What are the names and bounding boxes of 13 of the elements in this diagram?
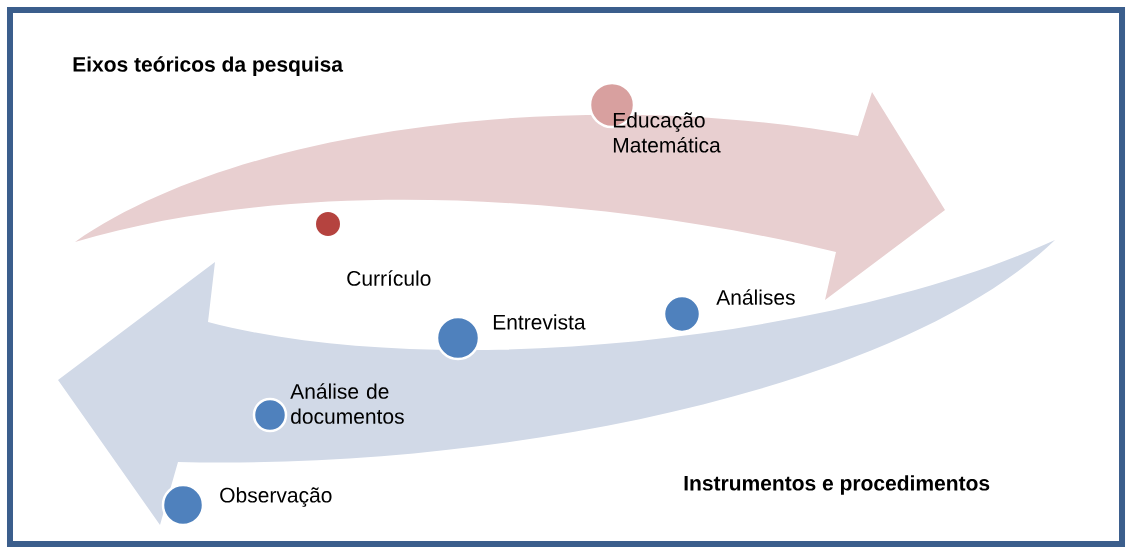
circle-label: Educação Matemática — [613, 112, 721, 153]
circle-marker — [252, 397, 288, 433]
circle-label: Análises — [716, 289, 795, 305]
circle-label: Entrevista — [493, 314, 586, 330]
circle-marker — [316, 212, 340, 236]
circle-marker — [161, 483, 205, 527]
circle-label: Observação — [220, 487, 332, 507]
section-heading: Instrumentos e procedimentos — [684, 475, 990, 495]
section-heading: Eixos teóricos da pesquisa — [73, 56, 344, 76]
circle-marker — [662, 294, 702, 334]
circle-label: Análise de documentos — [290, 383, 404, 424]
circle-label: Currículo — [347, 270, 431, 286]
circle-marker — [435, 315, 481, 361]
